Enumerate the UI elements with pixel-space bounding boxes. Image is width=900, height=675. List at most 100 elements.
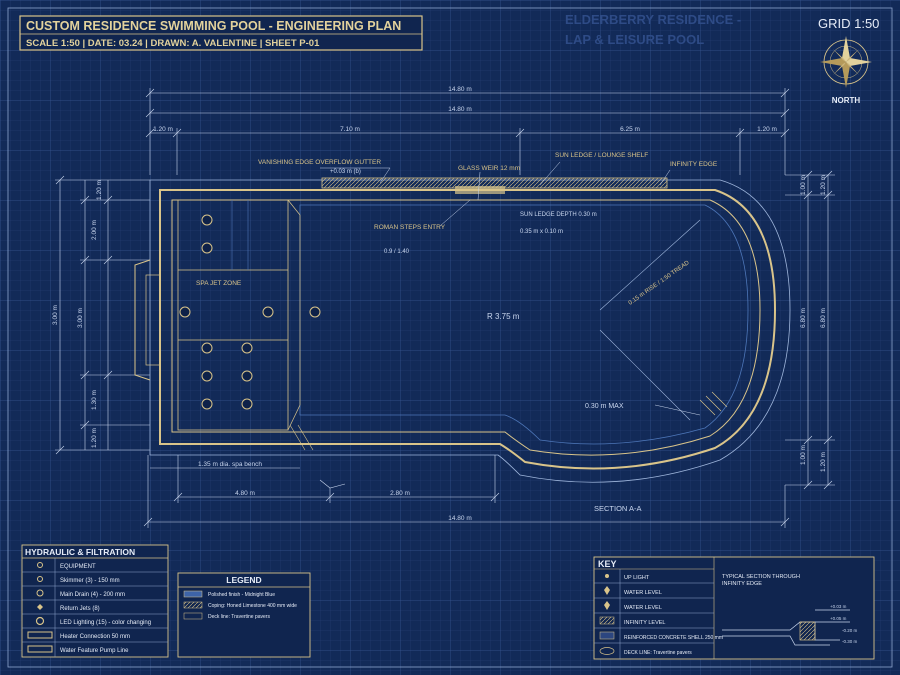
label-radius: R 3.75 m xyxy=(487,312,520,321)
key-row-0: UP LIGHT xyxy=(624,575,650,581)
infinity-level-icon xyxy=(599,616,615,625)
spa-jet-icon xyxy=(241,370,253,382)
hydraulic-row-3: Return Jets (8) xyxy=(60,606,100,612)
dim-left-c: 3.00 m xyxy=(77,308,84,328)
spa-jet-icon xyxy=(241,342,253,354)
infinity-edge-section xyxy=(722,609,850,646)
key-row-1: WATER LEVEL xyxy=(624,590,662,596)
label-roman-steps: ROMAN STEPS ENTRY xyxy=(374,224,446,231)
drawing-title: CUSTOM RESIDENCE SWIMMING POOL - ENGINEE… xyxy=(26,19,401,33)
title-block: CUSTOM RESIDENCE SWIMMING POOL - ENGINEE… xyxy=(19,15,423,51)
section-level-1: +0.03 m xyxy=(830,604,847,609)
spa-jet-icon xyxy=(241,398,253,410)
section-level-2: +0.05 m xyxy=(830,616,847,621)
key-box: KEY UP LIGHT WATER LEVEL WATER LEVEL INF… xyxy=(593,556,875,660)
key-row-2: WATER LEVEL xyxy=(624,605,662,611)
dim-right-f: 1.20 m xyxy=(820,452,827,472)
legend-title: LEGEND xyxy=(226,575,261,585)
dim-overall-top-1: 14.80 m xyxy=(448,86,472,93)
dim-right-a: 1.00 m xyxy=(800,175,807,195)
heater-icon xyxy=(27,631,53,639)
dim-seg-a: 1.20 m xyxy=(153,126,173,133)
label-sun-ledge: SUN LEDGE / LOUNGE SHELF xyxy=(555,152,648,159)
spa-jet-icon xyxy=(201,214,213,226)
north-label: NORTH xyxy=(832,96,861,105)
project-title-line1: ELDERBERRY RESIDENCE - xyxy=(565,12,741,27)
roman-steps xyxy=(287,199,301,431)
water-level-icon xyxy=(604,586,610,595)
key-title: KEY xyxy=(598,559,617,569)
legend-swatch-finish xyxy=(183,590,203,598)
deck-icon xyxy=(599,647,615,655)
label-max-depth: 0.30 m MAX xyxy=(585,403,624,410)
key-row-3: INFINITY LEVEL xyxy=(624,620,665,626)
hydraulic-row-5: Heater Connection 50 mm xyxy=(60,634,130,640)
pool-plan xyxy=(134,161,791,489)
label-glass-weir: GLASS WEIR 12 mm xyxy=(458,165,520,172)
spa-enclosure xyxy=(177,199,289,431)
key-row-5: DECK LINE: Travertine pavers xyxy=(624,650,692,656)
dim-bottom-a: 1.35 m dia. spa bench xyxy=(198,461,262,468)
dim-seg-d: 1.20 m xyxy=(757,126,777,133)
entry-niche xyxy=(134,259,151,381)
water-level-icon xyxy=(604,601,610,610)
legend-swatch-deck xyxy=(183,612,203,620)
dim-right-d: 6.80 m xyxy=(820,308,827,328)
dim-left-e: 1.20 m xyxy=(91,428,98,448)
north-arrow-icon xyxy=(820,36,872,88)
legend-box: LEGEND Polished finish - Midnight Blue C… xyxy=(177,572,311,658)
section-title-2: INFINITY EDGE xyxy=(722,581,762,587)
radius-line xyxy=(599,219,701,311)
dim-left-overall: 3.00 m xyxy=(52,305,59,325)
dim-overall-top-2: 14.80 m xyxy=(448,106,472,113)
hydraulic-row-2: Main Drain (4) - 200 mm xyxy=(60,592,125,598)
label-infinity-edge: INFINITY EDGE xyxy=(670,161,718,168)
pool-coping xyxy=(159,189,777,470)
legend-swatch-coping xyxy=(183,601,203,609)
pool-floor-line xyxy=(299,204,749,445)
spa-jet-icon xyxy=(309,306,321,318)
legend-row-0: Polished finish - Midnight Blue xyxy=(208,592,275,598)
spa-jet-icon xyxy=(201,342,213,354)
spa-jets xyxy=(179,214,321,410)
right-dimensions xyxy=(785,170,835,490)
left-dimensions xyxy=(55,175,150,455)
label-overflow-gutter: VANISHING EDGE OVERFLOW GUTTER xyxy=(258,159,381,166)
label-spa-jet-zone: SPA JET ZONE xyxy=(196,280,242,287)
section-title-1: TYPICAL SECTION THROUGH xyxy=(722,574,800,580)
skimmer-icon xyxy=(37,576,43,582)
deck-outline xyxy=(149,179,791,483)
legend-row-2: Deck line: Travertine pavers xyxy=(208,614,270,620)
dim-bottom-b: 4.80 m xyxy=(235,490,255,497)
legend-row-1: Coping: Honed Limestone 400 mm wide xyxy=(208,603,297,609)
dim-right-e: 1.00 m xyxy=(800,445,807,465)
hydraulic-table: HYDRAULIC & FILTRATION EQUIPMENT Skimmer… xyxy=(21,544,169,658)
hydraulic-title: HYDRAULIC & FILTRATION xyxy=(25,547,135,557)
hydraulic-row-1: Skimmer (3) - 150 mm xyxy=(60,578,120,584)
section-level-4: -0.30 m xyxy=(842,639,858,644)
led-light-icon xyxy=(35,616,45,626)
dim-seg-c: 6.25 m xyxy=(620,126,640,133)
dim-right-c: 6.80 m xyxy=(800,308,807,328)
jet-icon xyxy=(37,562,43,568)
label-depth-marker: 0.9 / 1.40 xyxy=(384,249,410,255)
shell-icon xyxy=(599,631,615,640)
sheet-border xyxy=(7,7,893,668)
drawing-subtitle: SCALE 1:50 | DATE: 03.24 | DRAWN: A. VAL… xyxy=(26,38,320,49)
main-drain-icon xyxy=(36,589,44,597)
dim-right-b: 1.20 m xyxy=(820,175,827,195)
pump-line-icon xyxy=(27,645,53,653)
up-light-icon xyxy=(605,574,609,578)
pool-water-edge xyxy=(171,199,761,456)
label-ledge-depth-2: 0.35 m x 0.10 m xyxy=(520,229,563,235)
hydraulic-row-4: LED Lighting (15) - color changing xyxy=(60,620,151,626)
glass-weir xyxy=(455,186,505,194)
dim-seg-b: 7.10 m xyxy=(340,126,360,133)
dim-bottom-c: 2.80 m xyxy=(390,490,410,497)
section-level-3: -0.20 m xyxy=(842,628,858,633)
dim-left-b: 2.00 m xyxy=(91,220,98,240)
spa-jet-icon xyxy=(201,398,213,410)
dim-bottom-overall: 14.80 m xyxy=(448,515,472,522)
spa-jet-icon xyxy=(262,306,274,318)
